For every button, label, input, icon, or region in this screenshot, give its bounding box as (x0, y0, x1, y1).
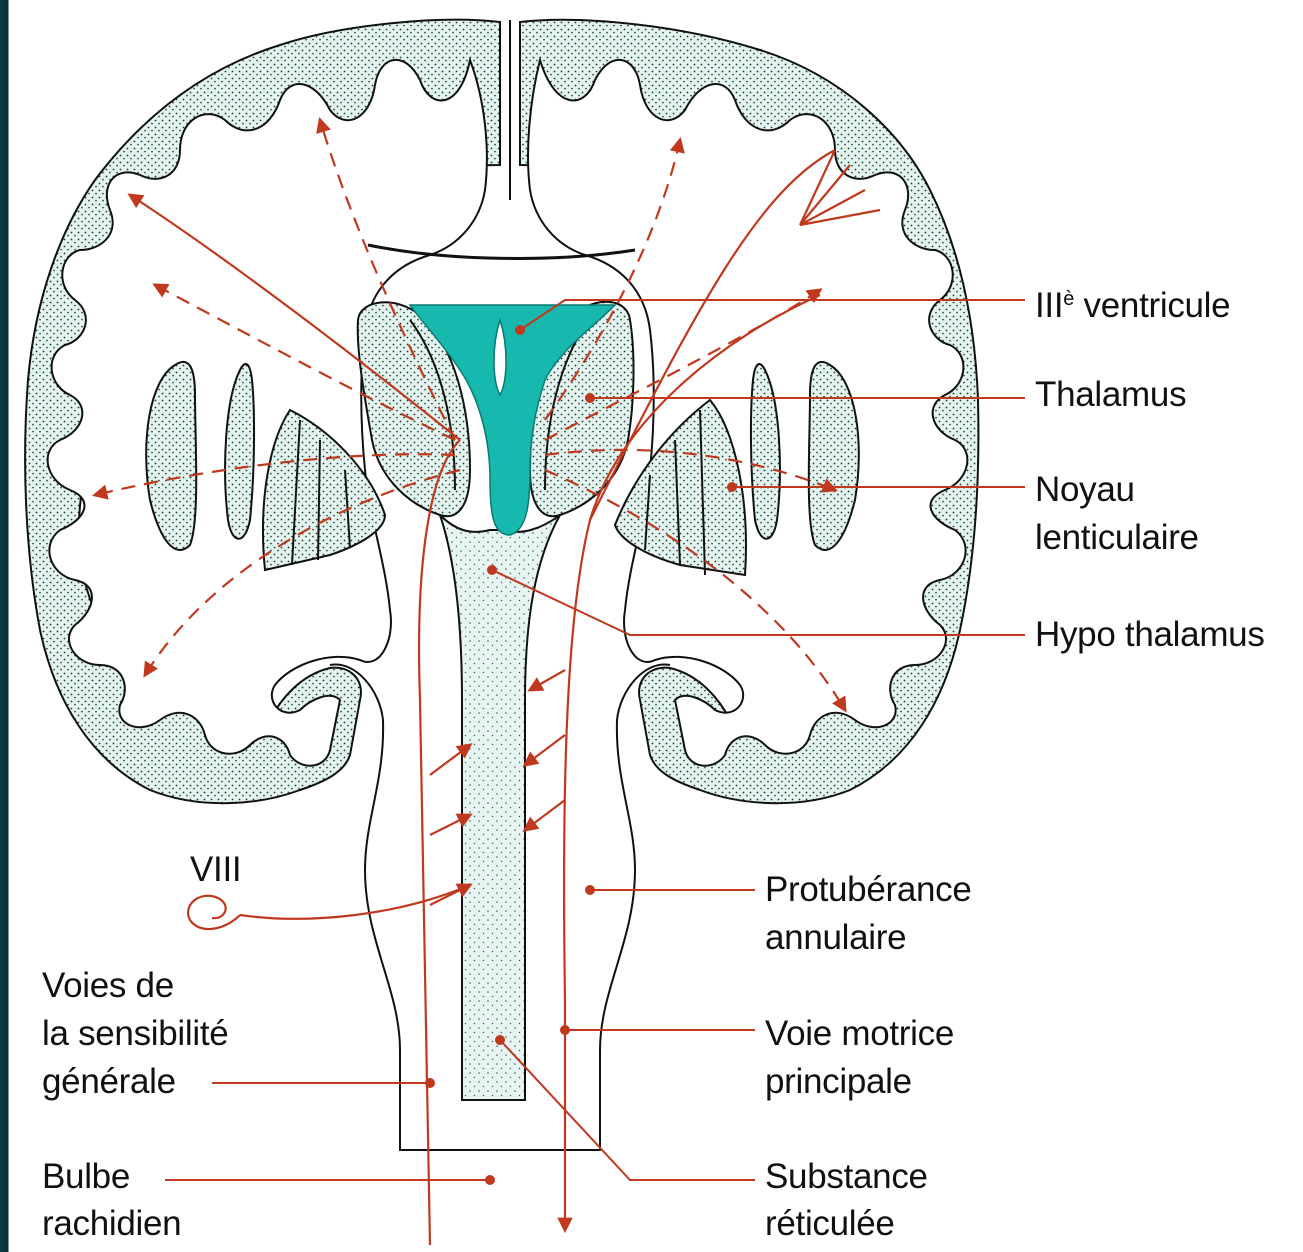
label-viii: VIII (190, 846, 241, 893)
label-noyau-line1: Noyau (1035, 466, 1135, 513)
label-substance-line1: Substance (765, 1153, 928, 1200)
label-voies-line3: générale (42, 1058, 176, 1105)
label-protuberance-line1: Protubérance (765, 866, 972, 913)
label-protuberance-line2: annulaire (765, 914, 906, 961)
label-noyau-line2: lenticulaire (1035, 514, 1199, 561)
label-substance-line2: réticulée (765, 1200, 895, 1247)
label-voies-line2: la sensibilité (42, 1010, 228, 1057)
label-hypothalamus: Hypo thalamus (1035, 611, 1265, 658)
label-voies-line1: Voies de (42, 962, 174, 1009)
label-bulbe-line1: Bulbe (42, 1153, 130, 1200)
label-voie-motrice-line1: Voie motrice (765, 1010, 954, 1057)
label-thalamus: Thalamus (1035, 371, 1186, 418)
label-third-ventricle: IIIè ventricule (1035, 276, 1230, 329)
label-bulbe-line2: rachidien (42, 1200, 181, 1247)
label-voie-motrice-line2: principale (765, 1058, 912, 1105)
